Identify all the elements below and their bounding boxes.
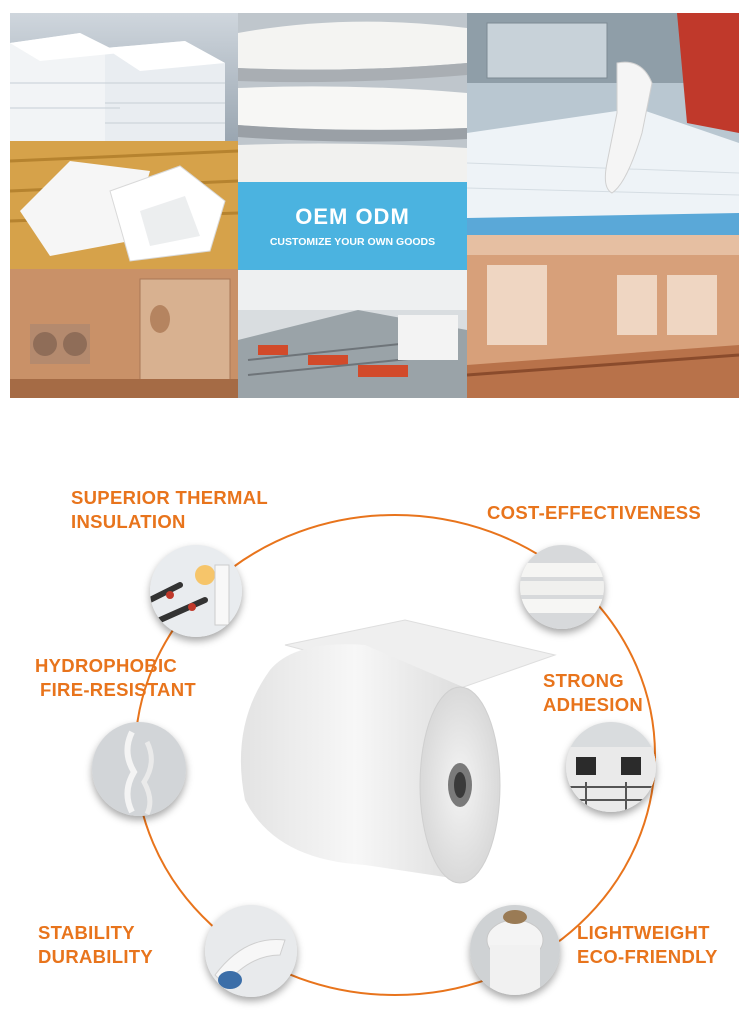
factory-photo-grid: OEM ODM CUSTOMIZE YOUR OWN GOODS (10, 13, 739, 398)
feature-cost-line1: COST-EFFECTIVENESS (487, 502, 702, 523)
feature-light-line1: LIGHTWEIGHT (577, 922, 710, 943)
stability-sheet-image (205, 905, 297, 997)
feature-hydro-line2: FIRE-RESISTANT (40, 679, 196, 700)
factory-hall-photo (467, 235, 739, 398)
thermal-flame-image (150, 545, 242, 637)
cost-board-image (520, 545, 604, 629)
feature-stability-label: STABILITY DURABILITY (38, 921, 153, 969)
feature-stability-line1: STABILITY (38, 922, 135, 943)
stacked-board-photo (10, 13, 238, 141)
adhesion-building-image (566, 722, 656, 812)
worker-cutting-photo (467, 13, 739, 235)
feature-thermal-line1: SUPERIOR THERMAL (71, 487, 268, 508)
feature-light-label: LIGHTWEIGHT ECO-FRIENDLY (577, 921, 718, 969)
feature-hydro-label: HYDROPHOBIC FIRE-RESISTANT (35, 654, 196, 702)
banner-subtitle: CUSTOMIZE YOUR OWN GOODS (269, 236, 436, 248)
feature-thermal-line2: INSULATION (71, 511, 186, 532)
feature-hydro-line1: HYDROPHOBIC (35, 655, 178, 676)
feature-cost-label: COST-EFFECTIVENESS (487, 501, 701, 525)
machine-room-photo (10, 269, 238, 398)
feature-adhesion-line2: ADHESION (543, 694, 644, 715)
feature-light-line2: ECO-FRIENDLY (577, 946, 718, 967)
lightweight-roll-image (470, 905, 560, 995)
hydrophobic-water-image (92, 722, 186, 816)
glossy-sheet-photo (10, 141, 238, 269)
feature-stability-line2: DURABILITY (38, 946, 154, 967)
feature-adhesion-label: STRONG ADHESION (543, 669, 643, 717)
slab-closeup-photo (238, 13, 467, 182)
oem-odm-banner: OEM ODM CUSTOMIZE YOUR OWN GOODS (238, 182, 467, 270)
banner-title: OEM ODM (295, 204, 410, 229)
feature-thermal-label: SUPERIOR THERMAL INSULATION (71, 486, 268, 534)
fiber-blanket-roll (240, 619, 557, 884)
feature-adhesion-line1: STRONG (543, 670, 624, 691)
production-line-photo (238, 270, 467, 398)
